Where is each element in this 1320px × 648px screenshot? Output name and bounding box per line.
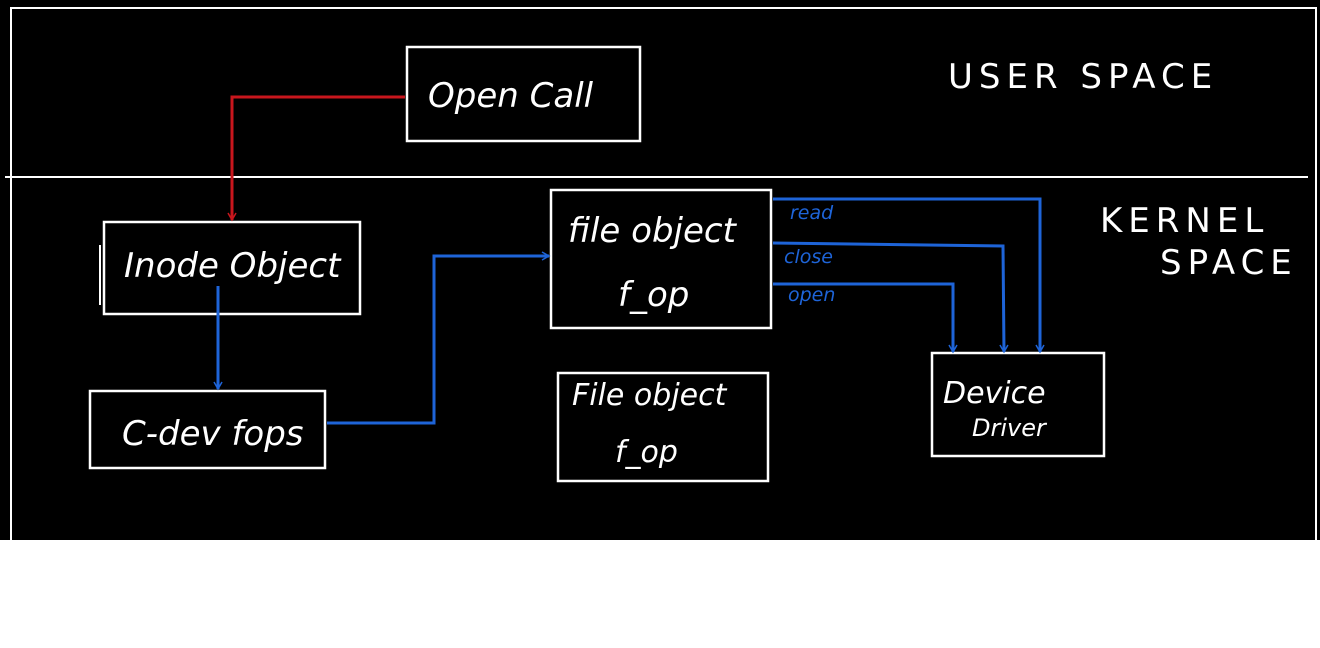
edge-label-close: close	[784, 246, 833, 268]
open-call-label: Open Call	[428, 76, 594, 116]
inode-object-box	[102, 220, 362, 316]
file-object-1-line1: file object	[568, 211, 738, 251]
blackboard-background	[0, 0, 1320, 540]
arrow-open-to-driver	[773, 282, 958, 354]
outer-frame	[10, 7, 1317, 549]
user-space-label: USER SPACE	[948, 57, 1218, 97]
inode-object-label: Inode Object	[124, 246, 342, 286]
arrow-close-to-driver	[772, 241, 1009, 354]
kernel-space-label-line1: KERNEL	[1100, 201, 1269, 241]
file-object-box-2	[556, 371, 770, 483]
cdev-fops-label: C-dev fops	[122, 414, 304, 454]
open-call-box	[405, 45, 642, 143]
file-object-2-line1: File object	[572, 378, 728, 413]
arrow-read-to-driver	[773, 197, 1045, 354]
device-driver-box	[930, 351, 1106, 458]
device-driver-line1: Device	[943, 376, 1046, 411]
kernel-space-label-line2: SPACE	[1160, 243, 1298, 283]
file-object-2-line2: f_op	[615, 435, 678, 470]
file-object-1-line2: f_op	[618, 275, 689, 315]
cdev-fops-box	[88, 389, 327, 470]
arrow-open-call-to-inode	[227, 95, 405, 222]
edge-label-read: read	[790, 202, 834, 224]
file-object-box-1	[549, 188, 773, 330]
device-driver-line2: Driver	[972, 414, 1048, 442]
edge-label-open: open	[788, 284, 835, 306]
arrow-cdev-to-file-object	[327, 251, 551, 425]
